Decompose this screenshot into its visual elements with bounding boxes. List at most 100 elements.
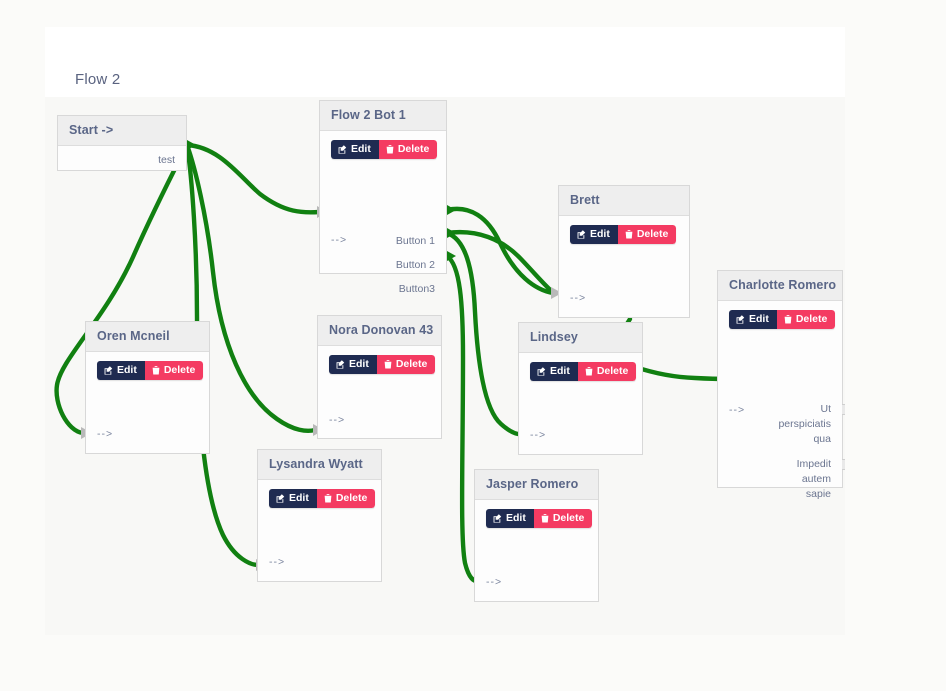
node-nora-donovan[interactable]: Nora Donovan 43 Edit Delete	[317, 315, 442, 439]
node-flow2bot1-actions: Edit Delete	[331, 140, 438, 159]
pencil-square-icon	[493, 513, 502, 523]
delete-button-label: Delete	[395, 358, 428, 370]
port-out-charlotte-1-line-3: qua	[813, 433, 831, 445]
node-nora-donovan-title: Nora Donovan 43	[318, 316, 441, 346]
port-out-charlotte-2-line-1: Impedit	[796, 458, 831, 470]
pencil-square-icon	[537, 366, 546, 376]
edge-btn2-to-brett	[444, 230, 557, 296]
node-jasper-romero-actions: Edit Delete	[486, 509, 593, 528]
edit-button-label: Edit	[351, 143, 371, 155]
port-in-brett[interactable]: -->	[570, 292, 586, 304]
port-in-charlotte-romero[interactable]: -->	[729, 404, 745, 416]
port-in-charlotte-romero-label: -->	[729, 404, 746, 416]
node-lysandra-wyatt[interactable]: Lysandra Wyatt Edit Delete	[257, 449, 382, 582]
node-jasper-romero[interactable]: Jasper Romero Edit Delete	[474, 469, 599, 602]
edit-button[interactable]: Edit	[269, 489, 317, 508]
port-in-lysandra-wyatt[interactable]: -->	[269, 556, 285, 568]
port-in-oren-mcneil[interactable]: -->	[97, 428, 113, 440]
node-flow2bot1-title: Flow 2 Bot 1	[320, 101, 446, 131]
port-in-flow2bot1-label: -->	[331, 234, 348, 246]
node-oren-mcneil[interactable]: Oren Mcneil Edit Delete	[85, 321, 210, 454]
trash-icon	[625, 229, 633, 239]
pencil-square-icon	[104, 365, 113, 375]
node-charlotte-romero-title: Charlotte Romero	[718, 271, 842, 301]
pencil-square-icon	[577, 229, 586, 239]
delete-button-label: Delete	[163, 364, 196, 376]
delete-button-label: Delete	[795, 313, 828, 325]
port-out-charlotte-2-stub[interactable]	[842, 459, 845, 470]
port-in-flow2bot1[interactable]: -->	[331, 234, 347, 246]
delete-button[interactable]: Delete	[376, 355, 436, 374]
delete-button[interactable]: Delete	[316, 489, 376, 508]
node-charlotte-romero[interactable]: Charlotte Romero Edit Delete	[717, 270, 845, 500]
trash-icon	[324, 493, 332, 503]
port-out-test[interactable]: test	[58, 146, 186, 169]
node-jasper-romero-title: Jasper Romero	[475, 470, 598, 500]
port-in-brett-label: -->	[570, 292, 587, 304]
port-out-charlotte-1-stub[interactable]	[842, 404, 845, 415]
trash-icon	[384, 359, 392, 369]
edit-button-label: Edit	[550, 365, 570, 377]
delete-button-label: Delete	[335, 492, 368, 504]
port-in-jasper-romero[interactable]: -->	[486, 576, 502, 588]
node-brett-actions: Edit Delete	[570, 225, 677, 244]
node-start[interactable]: Start -> test	[57, 115, 187, 171]
port-out-charlotte-2-line-2: autem	[801, 473, 831, 485]
port-out-charlotte-2-line-3: sapie	[805, 488, 831, 500]
node-start-body: test	[58, 146, 186, 173]
port-out-button-3[interactable]: Button3	[320, 280, 446, 298]
port-in-nora-donovan-label: -->	[329, 414, 346, 426]
node-brett-title: Brett	[559, 186, 689, 216]
port-out-charlotte-1-line-2: perspiciatis	[778, 418, 831, 430]
node-lindsey-body: Edit Delete -->	[519, 353, 642, 457]
port-out-button-1[interactable]: Button 1	[320, 232, 446, 250]
delete-button[interactable]: Delete	[144, 361, 204, 380]
flow-canvas[interactable]: Start -> test Flow 2 Bot 1 Edit	[45, 97, 845, 635]
port-in-lindsey-label: -->	[530, 429, 547, 441]
port-out-charlotte-1-line-1: Ut	[820, 403, 832, 415]
edit-button[interactable]: Edit	[530, 362, 578, 381]
edit-button[interactable]: Edit	[97, 361, 145, 380]
port-out-button-2-label: Button 2	[395, 259, 435, 271]
port-out-charlotte-2[interactable]: Impedit autem sapie	[718, 457, 845, 502]
edit-button-label: Edit	[506, 512, 526, 524]
port-out-charlotte-1[interactable]: Ut perspiciatis qua	[718, 402, 845, 447]
delete-button[interactable]: Delete	[378, 140, 438, 159]
node-flow2bot1[interactable]: Flow 2 Bot 1 Edit Delete	[319, 100, 447, 295]
node-brett[interactable]: Brett Edit Delete	[558, 185, 690, 318]
node-oren-mcneil-title: Oren Mcneil	[86, 322, 209, 352]
edit-button-label: Edit	[349, 358, 369, 370]
delete-button[interactable]: Delete	[577, 362, 637, 381]
edit-button[interactable]: Edit	[486, 509, 534, 528]
edit-button[interactable]: Edit	[570, 225, 618, 244]
node-jasper-romero-body: Edit Delete -->	[475, 500, 598, 604]
page-title: Flow 2	[75, 71, 121, 88]
edit-button[interactable]: Edit	[329, 355, 377, 374]
node-charlotte-romero-body: Edit Delete --> Ut	[718, 301, 845, 500]
node-lindsey-actions: Edit Delete	[530, 362, 637, 381]
trash-icon	[152, 365, 160, 375]
delete-button[interactable]: Delete	[617, 225, 677, 244]
delete-button-label: Delete	[596, 365, 629, 377]
port-out-button-1-label: Button 1	[395, 235, 435, 247]
delete-button[interactable]: Delete	[533, 509, 593, 528]
port-out-test-label: test	[158, 154, 175, 166]
edit-button-label: Edit	[117, 364, 137, 376]
delete-button-label: Delete	[397, 143, 430, 155]
pencil-square-icon	[336, 359, 345, 369]
edit-button[interactable]: Edit	[331, 140, 379, 159]
delete-button[interactable]: Delete	[776, 310, 836, 329]
flow-header-band: Flow 2	[45, 27, 845, 97]
port-in-nora-donovan[interactable]: -->	[329, 414, 345, 426]
edit-button[interactable]: Edit	[729, 310, 777, 329]
port-in-oren-mcneil-label: -->	[97, 428, 114, 440]
delete-button-label: Delete	[636, 228, 669, 240]
edit-button-label: Edit	[289, 492, 309, 504]
node-lindsey[interactable]: Lindsey Edit Delete	[518, 322, 643, 455]
port-in-lindsey[interactable]: -->	[530, 429, 546, 441]
node-nora-donovan-actions: Edit Delete	[329, 355, 436, 374]
node-flow2bot1-body: Edit Delete --> Button 1	[320, 131, 446, 295]
node-lysandra-wyatt-actions: Edit Delete	[269, 489, 376, 508]
port-out-button-2[interactable]: Button 2	[320, 256, 446, 274]
